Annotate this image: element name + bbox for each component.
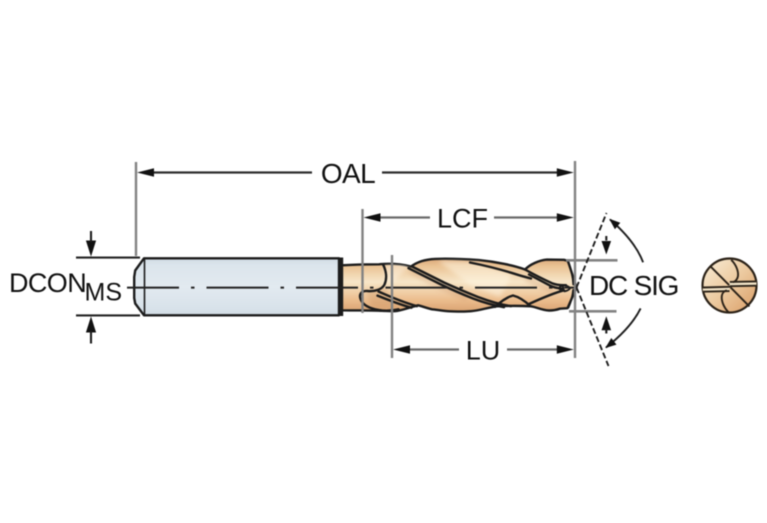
svg-text:MS: MS [85,279,123,307]
svg-text:DCON: DCON [9,268,86,298]
svg-text:DC SIG: DC SIG [589,270,678,301]
svg-text:LU: LU [466,336,501,366]
svg-text:OAL: OAL [321,158,375,189]
svg-text:LCF: LCF [437,204,488,234]
